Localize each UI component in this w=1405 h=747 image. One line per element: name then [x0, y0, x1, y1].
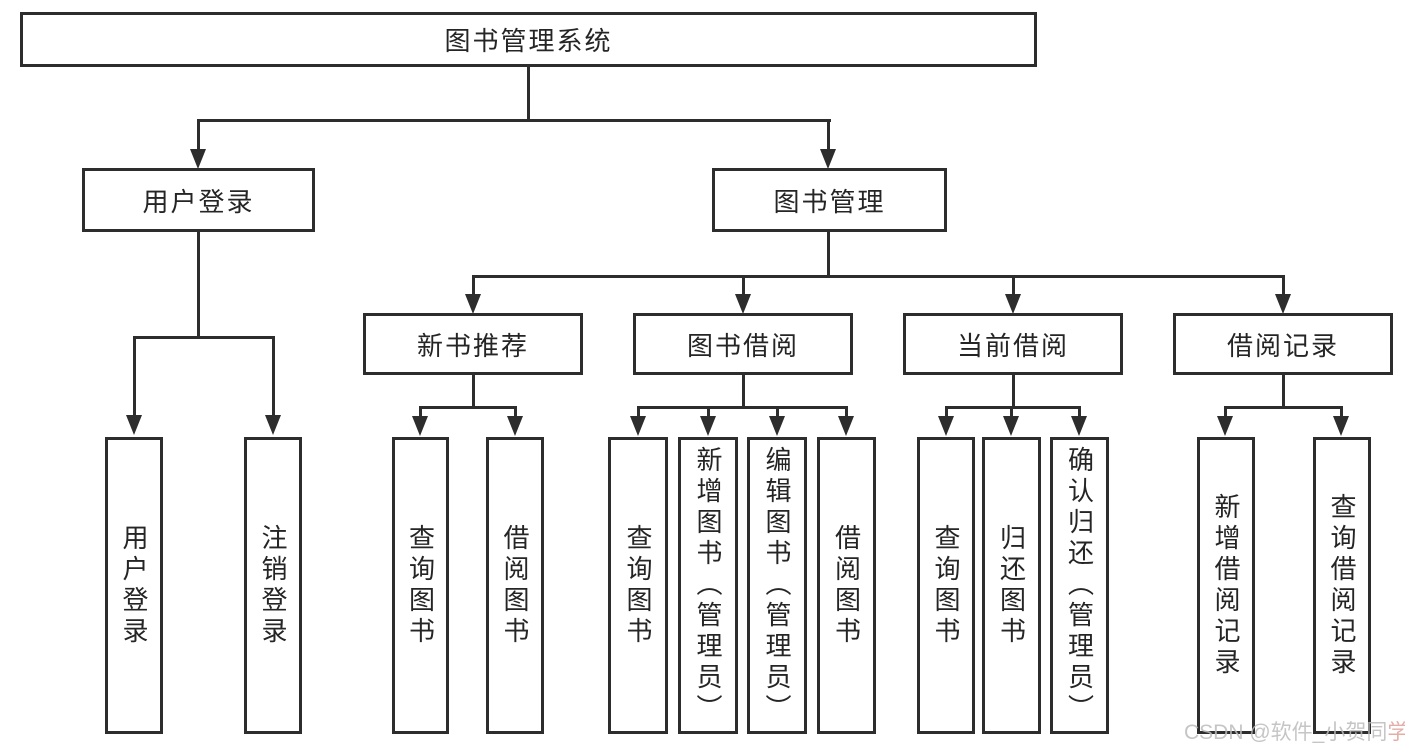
connector-line	[945, 406, 1081, 409]
leaf-query-books-recommend: 查询图书	[392, 437, 449, 734]
connector-line	[1340, 406, 1343, 417]
connector-line	[707, 406, 710, 417]
node-book-borrow-label: 图书借阅	[686, 330, 799, 361]
leaf-user-login-label: 用户登录	[119, 523, 149, 648]
arrow-down-icon	[412, 416, 428, 436]
connector-line	[1078, 406, 1081, 417]
arrow-down-icon	[1333, 416, 1349, 436]
connector-line	[1224, 406, 1343, 409]
connector-line	[742, 278, 745, 295]
arrow-down-icon	[630, 416, 646, 436]
leaf-borrow-books-borrow-label: 借阅图书	[831, 523, 862, 648]
leaf-add-book-admin: 新增图书（管理员）	[678, 437, 738, 734]
leaf-query-borrow-record-label: 查询借阅记录	[1327, 492, 1357, 679]
node-new-book-recommend: 新书推荐	[363, 313, 583, 375]
connector-line	[945, 406, 948, 417]
arrow-down-icon	[507, 416, 523, 436]
node-borrow-records-label: 借阅记录	[1226, 330, 1339, 361]
leaf-add-book-admin-label: 新增图书（管理员）	[693, 446, 723, 725]
arrow-down-icon	[1217, 416, 1233, 436]
connector-line	[637, 406, 848, 409]
node-book-borrow: 图书借阅	[633, 313, 853, 375]
leaf-borrow-books-recommend: 借阅图书	[486, 437, 544, 734]
node-user-login-label: 用户登录	[142, 186, 255, 217]
leaf-edit-book-admin: 编辑图书（管理员）	[747, 437, 807, 734]
arrow-down-icon	[126, 415, 142, 435]
leaf-return-book: 归还图书	[982, 437, 1041, 734]
connector-line	[1224, 406, 1227, 417]
connector-line	[133, 339, 136, 416]
connector-line	[1282, 375, 1285, 406]
arrow-down-icon	[1071, 416, 1087, 436]
connector-line	[637, 406, 640, 417]
node-new-book-recommend-label: 新书推荐	[416, 330, 529, 361]
leaf-return-book-label: 归还图书	[996, 523, 1027, 648]
leaf-borrow-books-recommend-label: 借阅图书	[500, 523, 530, 648]
connector-line	[272, 339, 275, 416]
arrow-down-icon	[735, 294, 751, 314]
watermark: CSDN @软件_小贺同学	[1184, 716, 1405, 746]
connector-line	[197, 232, 200, 336]
node-user-login: 用户登录	[82, 168, 315, 232]
node-book-management: 图书管理	[712, 168, 947, 232]
node-book-management-label: 图书管理	[773, 186, 886, 217]
connector-line	[776, 406, 779, 417]
connector-line	[472, 275, 1285, 278]
leaf-query-books-current: 查询图书	[917, 437, 975, 734]
leaf-logout-label: 注销登录	[258, 523, 288, 648]
leaf-add-borrow-record: 新增借阅记录	[1197, 437, 1255, 734]
connector-line	[514, 406, 517, 417]
connector-line	[472, 278, 475, 295]
leaf-user-login: 用户登录	[105, 437, 163, 734]
connector-line	[197, 122, 200, 152]
watermark-text: CSDN @软件_小贺同	[1184, 721, 1388, 744]
leaf-add-borrow-record-label: 新增借阅记录	[1211, 492, 1241, 679]
connector-line	[1012, 375, 1015, 406]
arrow-down-icon	[190, 149, 206, 169]
connector-line	[827, 122, 830, 152]
node-current-borrow-label: 当前借阅	[956, 330, 1069, 361]
arrow-down-icon	[465, 294, 481, 314]
connector-line	[1282, 278, 1285, 295]
root-node-label: 图书管理系统	[444, 26, 613, 56]
connector-line	[827, 232, 830, 275]
connector-line	[1012, 278, 1015, 295]
leaf-borrow-books-borrow: 借阅图书	[817, 437, 876, 734]
connector-line	[197, 119, 831, 122]
root-node: 图书管理系统	[20, 12, 1037, 67]
leaf-query-books-recommend-label: 查询图书	[405, 523, 436, 648]
node-current-borrow: 当前借阅	[903, 313, 1123, 375]
arrow-down-icon	[700, 416, 716, 436]
arrow-down-icon	[265, 415, 281, 435]
leaf-confirm-return-admin: 确认归还（管理员）	[1050, 437, 1109, 734]
leaf-edit-book-admin-label: 编辑图书（管理员）	[762, 446, 792, 725]
leaf-logout: 注销登录	[244, 437, 302, 734]
arrow-down-icon	[769, 416, 785, 436]
arrow-down-icon	[1003, 416, 1019, 436]
connector-line	[419, 406, 422, 417]
arrow-down-icon	[820, 149, 836, 169]
connector-line	[133, 336, 275, 339]
leaf-query-books-borrow: 查询图书	[608, 437, 668, 734]
connector-line	[742, 375, 745, 406]
connector-line	[1010, 406, 1013, 417]
connector-line	[472, 375, 475, 406]
connector-line	[527, 67, 530, 119]
arrow-down-icon	[1275, 294, 1291, 314]
watermark-text-red: 学	[1387, 721, 1405, 744]
node-borrow-records: 借阅记录	[1173, 313, 1393, 375]
leaf-query-books-current-label: 查询图书	[931, 523, 961, 648]
leaf-confirm-return-admin-label: 确认归还（管理员）	[1064, 446, 1095, 725]
arrow-down-icon	[1005, 294, 1021, 314]
arrow-down-icon	[938, 416, 954, 436]
connector-line	[845, 406, 848, 417]
connector-line	[419, 406, 517, 409]
leaf-query-books-borrow-label: 查询图书	[623, 523, 653, 648]
leaf-query-borrow-record: 查询借阅记录	[1313, 437, 1371, 734]
arrow-down-icon	[838, 416, 854, 436]
